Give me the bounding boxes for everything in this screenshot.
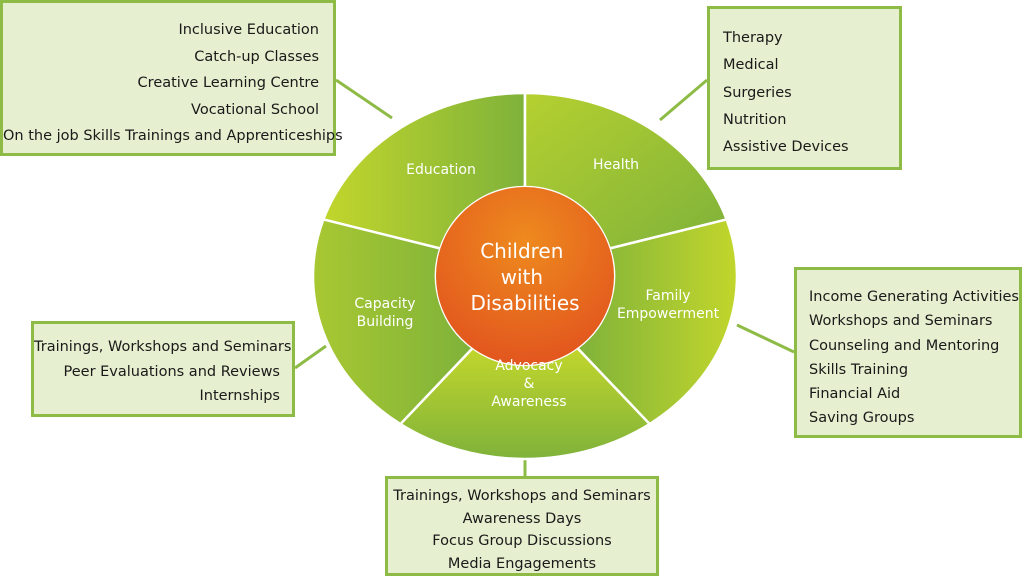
list-item: Focus Group Discussions [432,533,612,549]
list-item: Income Generating Activities [809,289,1019,305]
list-item: Media Engagements [447,555,597,572]
connector-capacity [294,344,327,370]
segment-label-advocacy: Advocacy&Awareness [491,358,566,410]
connectors [294,78,795,476]
list-item: Awareness Days [462,510,582,527]
list-item: Trainings, Workshops and Seminars [393,488,651,504]
connector-education [335,78,393,120]
list-item: Therapy [723,30,783,46]
list-item: On the job Skills Trainings and Apprenti… [3,128,343,144]
list-item: Inclusive Education [178,22,319,38]
list-item: Vocational School [191,101,319,118]
segment-label-education: Education [406,162,476,178]
list-item: Nutrition [723,111,787,128]
list-item: Workshops and Seminars [809,313,993,330]
list-item: Saving Groups [809,410,915,427]
list-item: Counseling and Mentoring [809,337,1000,354]
list-item: Skills Training [809,361,909,378]
list-item: Financial Aid [809,386,901,403]
segment-label-health: Health [593,157,639,173]
connector-family [736,323,795,354]
list-item: Peer Evaluations and Reviews [63,363,281,380]
list-item: Medical [723,57,779,74]
center-circle [436,187,614,365]
list-item: Trainings, Workshops and Seminars [34,339,292,355]
list-item: Surgeries [723,84,792,101]
connector-health [659,78,708,122]
list-item: Creative Learning Centre [137,75,319,91]
list-item: Internships [199,388,280,404]
list-item: Assistive Devices [723,139,849,156]
center-label: Children with Disabilities [470,239,579,315]
list-item: Catch-up Classes [194,48,319,65]
